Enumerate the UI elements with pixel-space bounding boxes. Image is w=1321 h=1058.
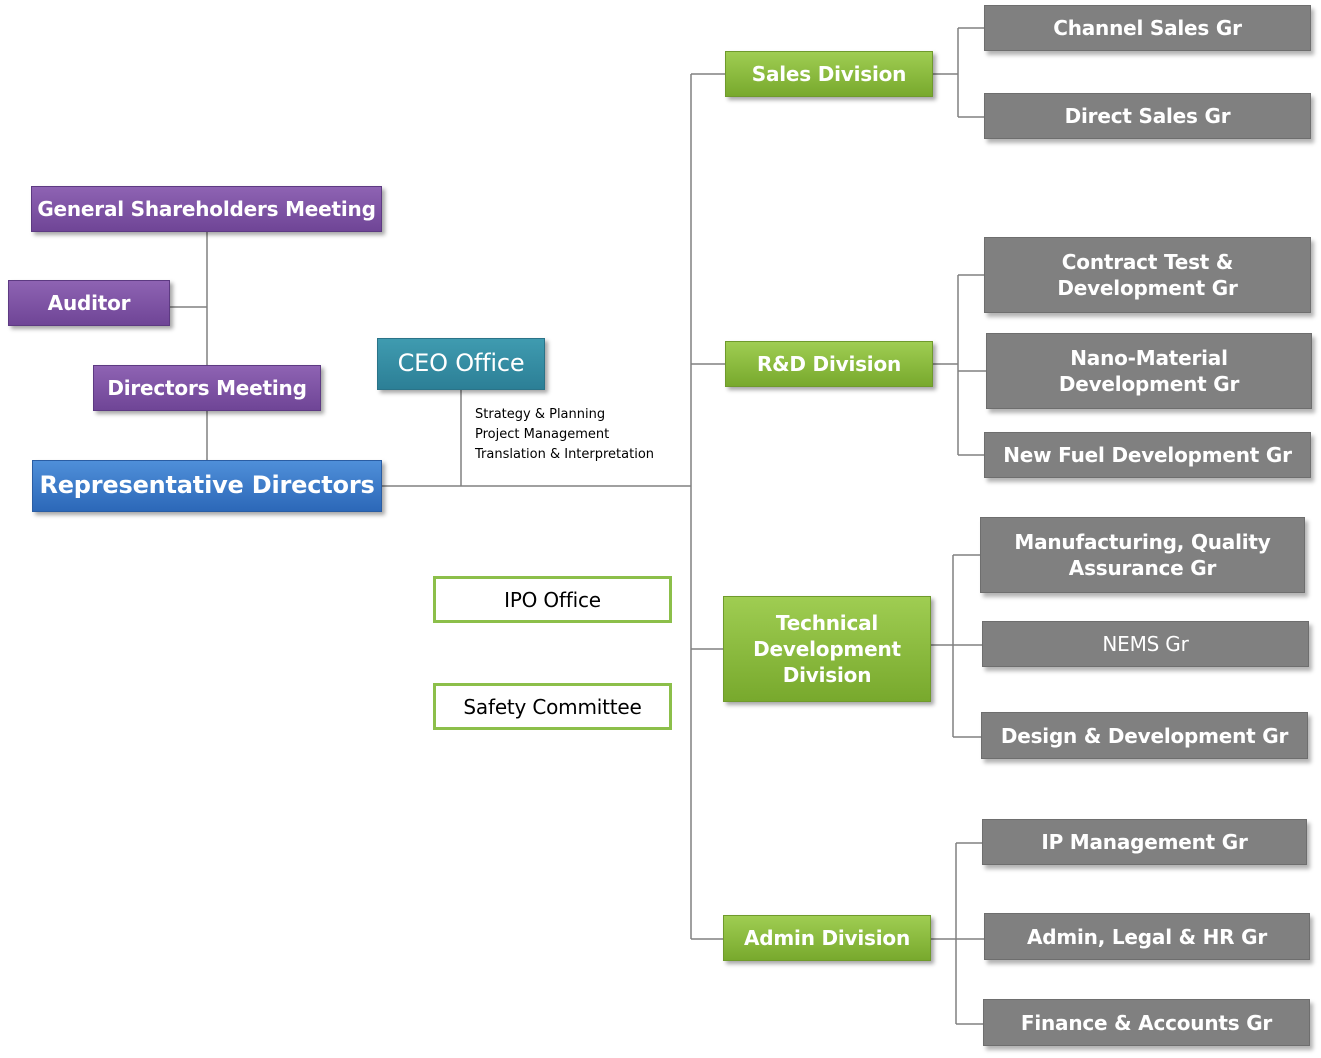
group-label: IP Management Gr bbox=[1041, 830, 1248, 854]
group-label: Nano-Material Development Gr bbox=[1058, 346, 1240, 396]
ceo-office-functions: Strategy & Planning Project Management T… bbox=[475, 405, 654, 465]
safety-committee-label: Safety Committee bbox=[463, 694, 642, 719]
sales-division-label: Sales Division bbox=[751, 62, 907, 86]
ipo-office-box: IPO Office bbox=[433, 576, 672, 623]
rnd-division-label: R&D Division bbox=[756, 352, 902, 376]
group-label: NEMS Gr bbox=[1102, 632, 1189, 656]
representative-directors-box: Representative Directors bbox=[32, 460, 382, 512]
group-nems: NEMS Gr bbox=[982, 621, 1309, 667]
admin-division-label: Admin Division bbox=[744, 926, 910, 950]
auditor-label: Auditor bbox=[47, 291, 131, 315]
group-ip-management: IP Management Gr bbox=[982, 819, 1307, 865]
technical-development-division-label: Technical Development Division bbox=[753, 611, 901, 687]
group-manufacturing-qa: Manufacturing, Quality Assurance Gr bbox=[980, 517, 1305, 593]
group-label: Direct Sales Gr bbox=[1064, 104, 1231, 128]
group-nano-material: Nano-Material Development Gr bbox=[986, 333, 1312, 409]
group-label: Finance & Accounts Gr bbox=[1020, 1010, 1273, 1035]
group-label: New Fuel Development Gr bbox=[1003, 443, 1292, 467]
sales-division-box: Sales Division bbox=[725, 51, 933, 97]
ceo-function-item: Project Management bbox=[475, 427, 610, 442]
group-channel-sales: Channel Sales Gr bbox=[984, 5, 1311, 51]
technical-development-division-box: Technical Development Division bbox=[723, 596, 931, 702]
ceo-office-box: CEO Office bbox=[377, 338, 545, 390]
group-label: Design & Development Gr bbox=[1000, 723, 1289, 748]
ceo-function-item: Strategy & Planning bbox=[475, 407, 606, 422]
group-finance-accounts: Finance & Accounts Gr bbox=[983, 999, 1310, 1046]
admin-division-box: Admin Division bbox=[723, 915, 931, 961]
group-label: Admin, Legal & HR Gr bbox=[1026, 924, 1267, 949]
general-shareholders-meeting-label: General Shareholders Meeting bbox=[37, 197, 376, 221]
group-direct-sales: Direct Sales Gr bbox=[984, 93, 1311, 139]
auditor-box: Auditor bbox=[8, 280, 170, 326]
safety-committee-box: Safety Committee bbox=[433, 683, 672, 730]
group-design-development: Design & Development Gr bbox=[981, 712, 1308, 759]
general-shareholders-meeting-box: General Shareholders Meeting bbox=[31, 186, 382, 232]
directors-meeting-box: Directors Meeting bbox=[93, 365, 321, 411]
ceo-office-label: CEO Office bbox=[397, 349, 525, 378]
group-new-fuel: New Fuel Development Gr bbox=[984, 432, 1311, 478]
group-contract-test: Contract Test & Development Gr bbox=[984, 237, 1311, 313]
ceo-function-item: Translation & Interpretation bbox=[475, 447, 655, 462]
ipo-office-label: IPO Office bbox=[504, 587, 601, 612]
group-label: Manufacturing, Quality Assurance Gr bbox=[1014, 530, 1271, 580]
group-label: Contract Test & Development Gr bbox=[1057, 250, 1238, 300]
directors-meeting-label: Directors Meeting bbox=[107, 376, 307, 400]
group-label: Channel Sales Gr bbox=[1053, 16, 1242, 40]
group-admin-legal-hr: Admin, Legal & HR Gr bbox=[984, 913, 1310, 960]
rnd-division-box: R&D Division bbox=[725, 341, 933, 387]
representative-directors-label: Representative Directors bbox=[39, 471, 375, 500]
